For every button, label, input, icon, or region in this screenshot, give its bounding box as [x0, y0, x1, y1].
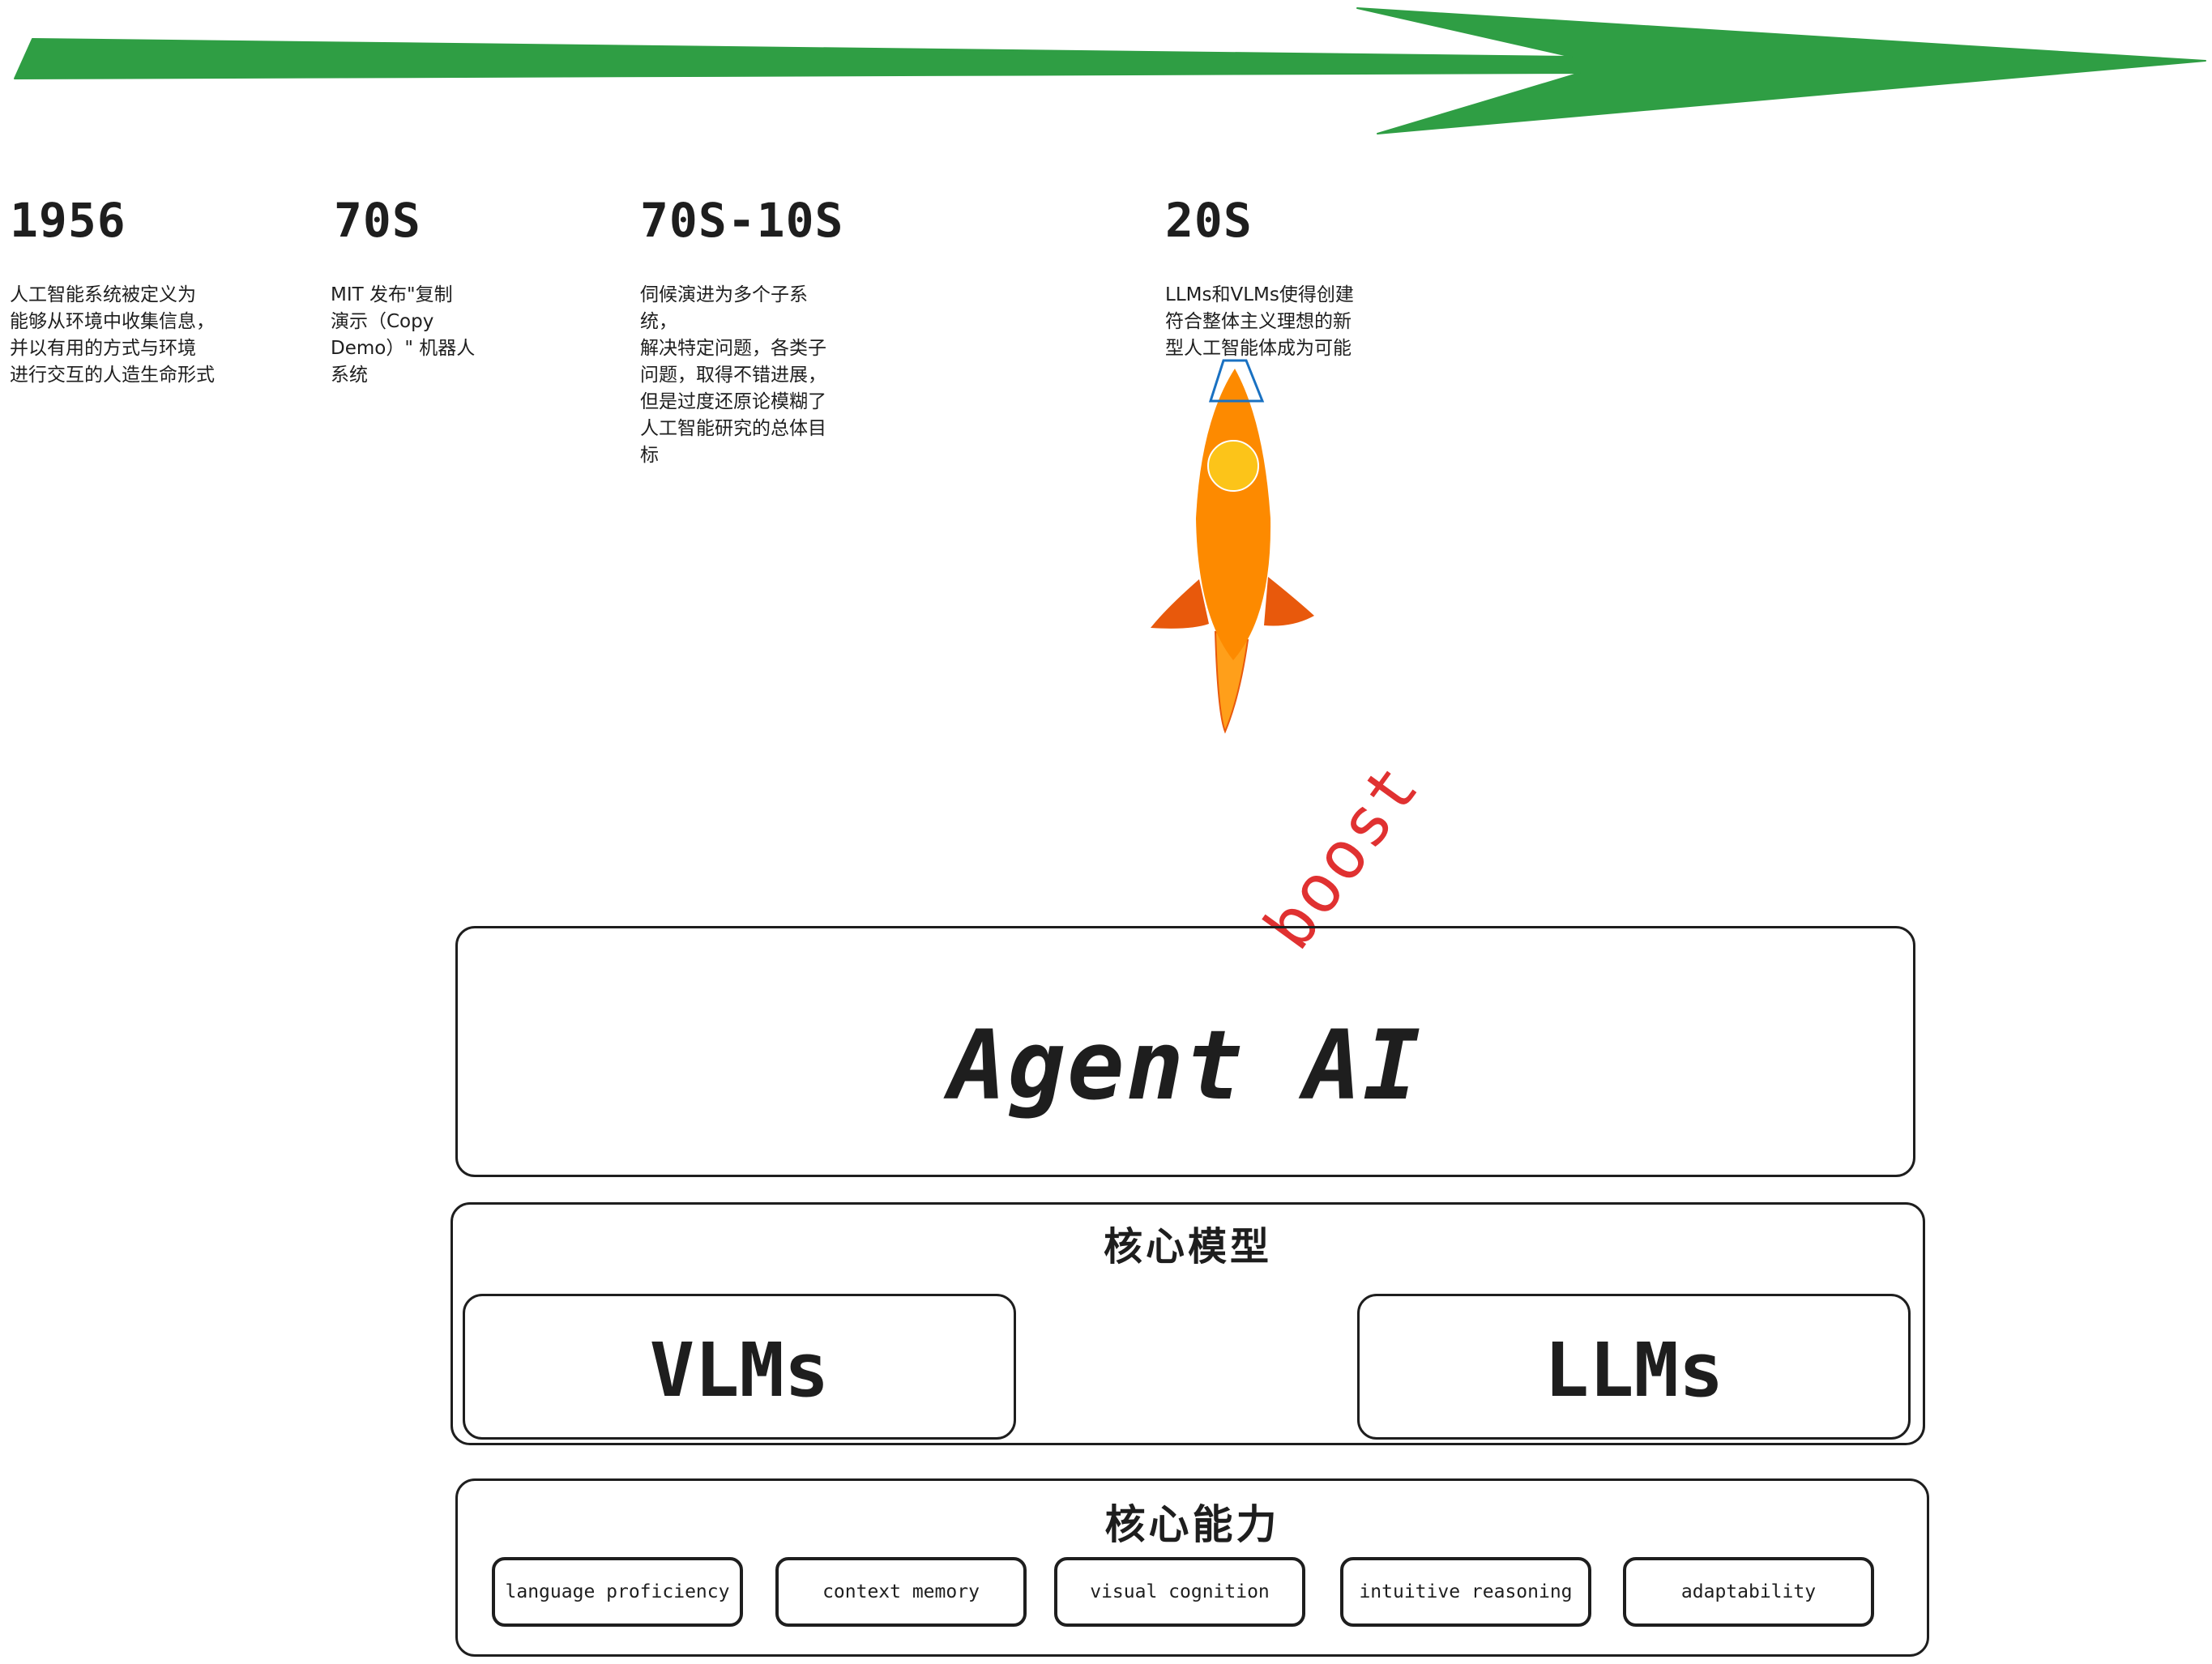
llms-box: LLMs — [1357, 1294, 1911, 1440]
ability-label: adaptability — [1680, 1581, 1817, 1602]
ability-label: visual cognition — [1090, 1581, 1270, 1602]
era-desc-20s: LLMs和VLMs使得创建 符合整体主义理想的新 型人工智能体成为可能 — [1165, 284, 1354, 359]
era-title-1956: 1956 — [10, 193, 126, 248]
ability-label: language proficiency — [505, 1581, 730, 1602]
core-abilities-title: 核心能力 — [1104, 1501, 1280, 1548]
llms-label: LLMs — [1544, 1327, 1724, 1414]
era-title-70s: 70S — [334, 193, 421, 248]
rocket-nose-outline — [1208, 359, 1265, 403]
core-models-title: 核心模型 — [1103, 1224, 1272, 1269]
ability-intuitive-reasoning: intuitive reasoning — [1340, 1557, 1591, 1627]
ability-language-proficiency: language proficiency — [492, 1557, 743, 1627]
era-desc-1956: 人工智能系统被定义为 能够从环境中收集信息， 并以有用的方式与环境 进行交互的人… — [10, 284, 215, 386]
rocket-window — [1207, 440, 1259, 492]
rocket-fin-left — [1151, 579, 1209, 629]
rocket-body — [1196, 369, 1271, 660]
rocket-exhaust — [1214, 630, 1249, 734]
ability-visual-cognition: visual cognition — [1054, 1557, 1305, 1627]
ability-label: context memory — [822, 1581, 980, 1602]
timeline-arrow-shape — [14, 7, 2206, 134]
era-desc-70s: MIT 发布"复制 演示（Copy Demo）" 机器人 系统 — [331, 284, 476, 386]
ability-adaptability: adaptability — [1623, 1557, 1874, 1627]
agent-ai-box: Agent AI — [455, 926, 1915, 1177]
vlms-label: VLMs — [649, 1327, 830, 1414]
ability-label: intuitive reasoning — [1359, 1581, 1573, 1602]
rocket-fin-right — [1264, 577, 1314, 626]
agent-ai-title: Agent AI — [948, 1009, 1423, 1121]
era-title-20s: 20S — [1165, 193, 1253, 248]
core-abilities-box: 核心能力 language proficiency context memory… — [455, 1478, 1929, 1657]
ability-context-memory: context memory — [775, 1557, 1027, 1627]
vlms-box: VLMs — [463, 1294, 1016, 1440]
era-title-70s-10s: 70S-10S — [640, 193, 844, 248]
era-desc-70s-10s: 伺候演进为多个子系 统， 解决特定问题，各类子 问题，取得不错进展， 但是过度还… — [640, 284, 826, 466]
core-models-box: 核心模型 VLMs LLMs — [451, 1202, 1925, 1445]
